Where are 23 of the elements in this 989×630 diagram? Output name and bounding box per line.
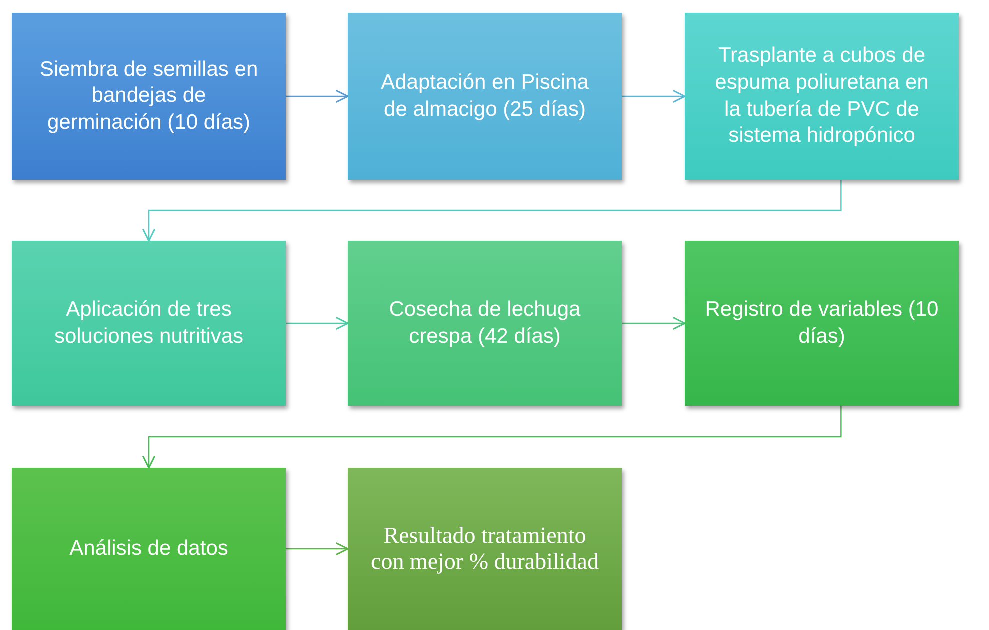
process-box xyxy=(685,241,959,406)
arrow xyxy=(142,406,842,469)
step-text: Análisis de datos xyxy=(68,536,230,562)
step-text: Registro de variables (10 días) xyxy=(704,296,940,350)
arrow xyxy=(286,316,349,330)
step-text: Siembra de semillas en bandejas de germinación (10 días) xyxy=(38,56,260,136)
arrow xyxy=(286,542,349,556)
arrow xyxy=(622,90,686,104)
process-box xyxy=(348,241,622,406)
arrow xyxy=(622,316,686,330)
step-text: Adaptación en Piscina de almacigo (25 días) xyxy=(380,70,590,122)
step-text: Trasplante a cubos de espuma poliuretana en la tubería de PVC de sistema hidropónico xyxy=(714,43,930,150)
process-box xyxy=(12,468,286,630)
process-box xyxy=(12,241,286,406)
process-box xyxy=(348,13,622,180)
process-box xyxy=(685,13,959,180)
arrow xyxy=(142,180,842,242)
step-text: Aplicación de tres soluciones nutritivas xyxy=(53,296,245,350)
step-text: Cosecha de lechuga crespa (42 días) xyxy=(388,296,582,350)
process-box xyxy=(348,468,622,630)
arrow xyxy=(286,90,349,104)
process-box xyxy=(12,13,286,180)
step-text: Resultado tratamiento con mejor % durabilidad xyxy=(370,522,600,576)
